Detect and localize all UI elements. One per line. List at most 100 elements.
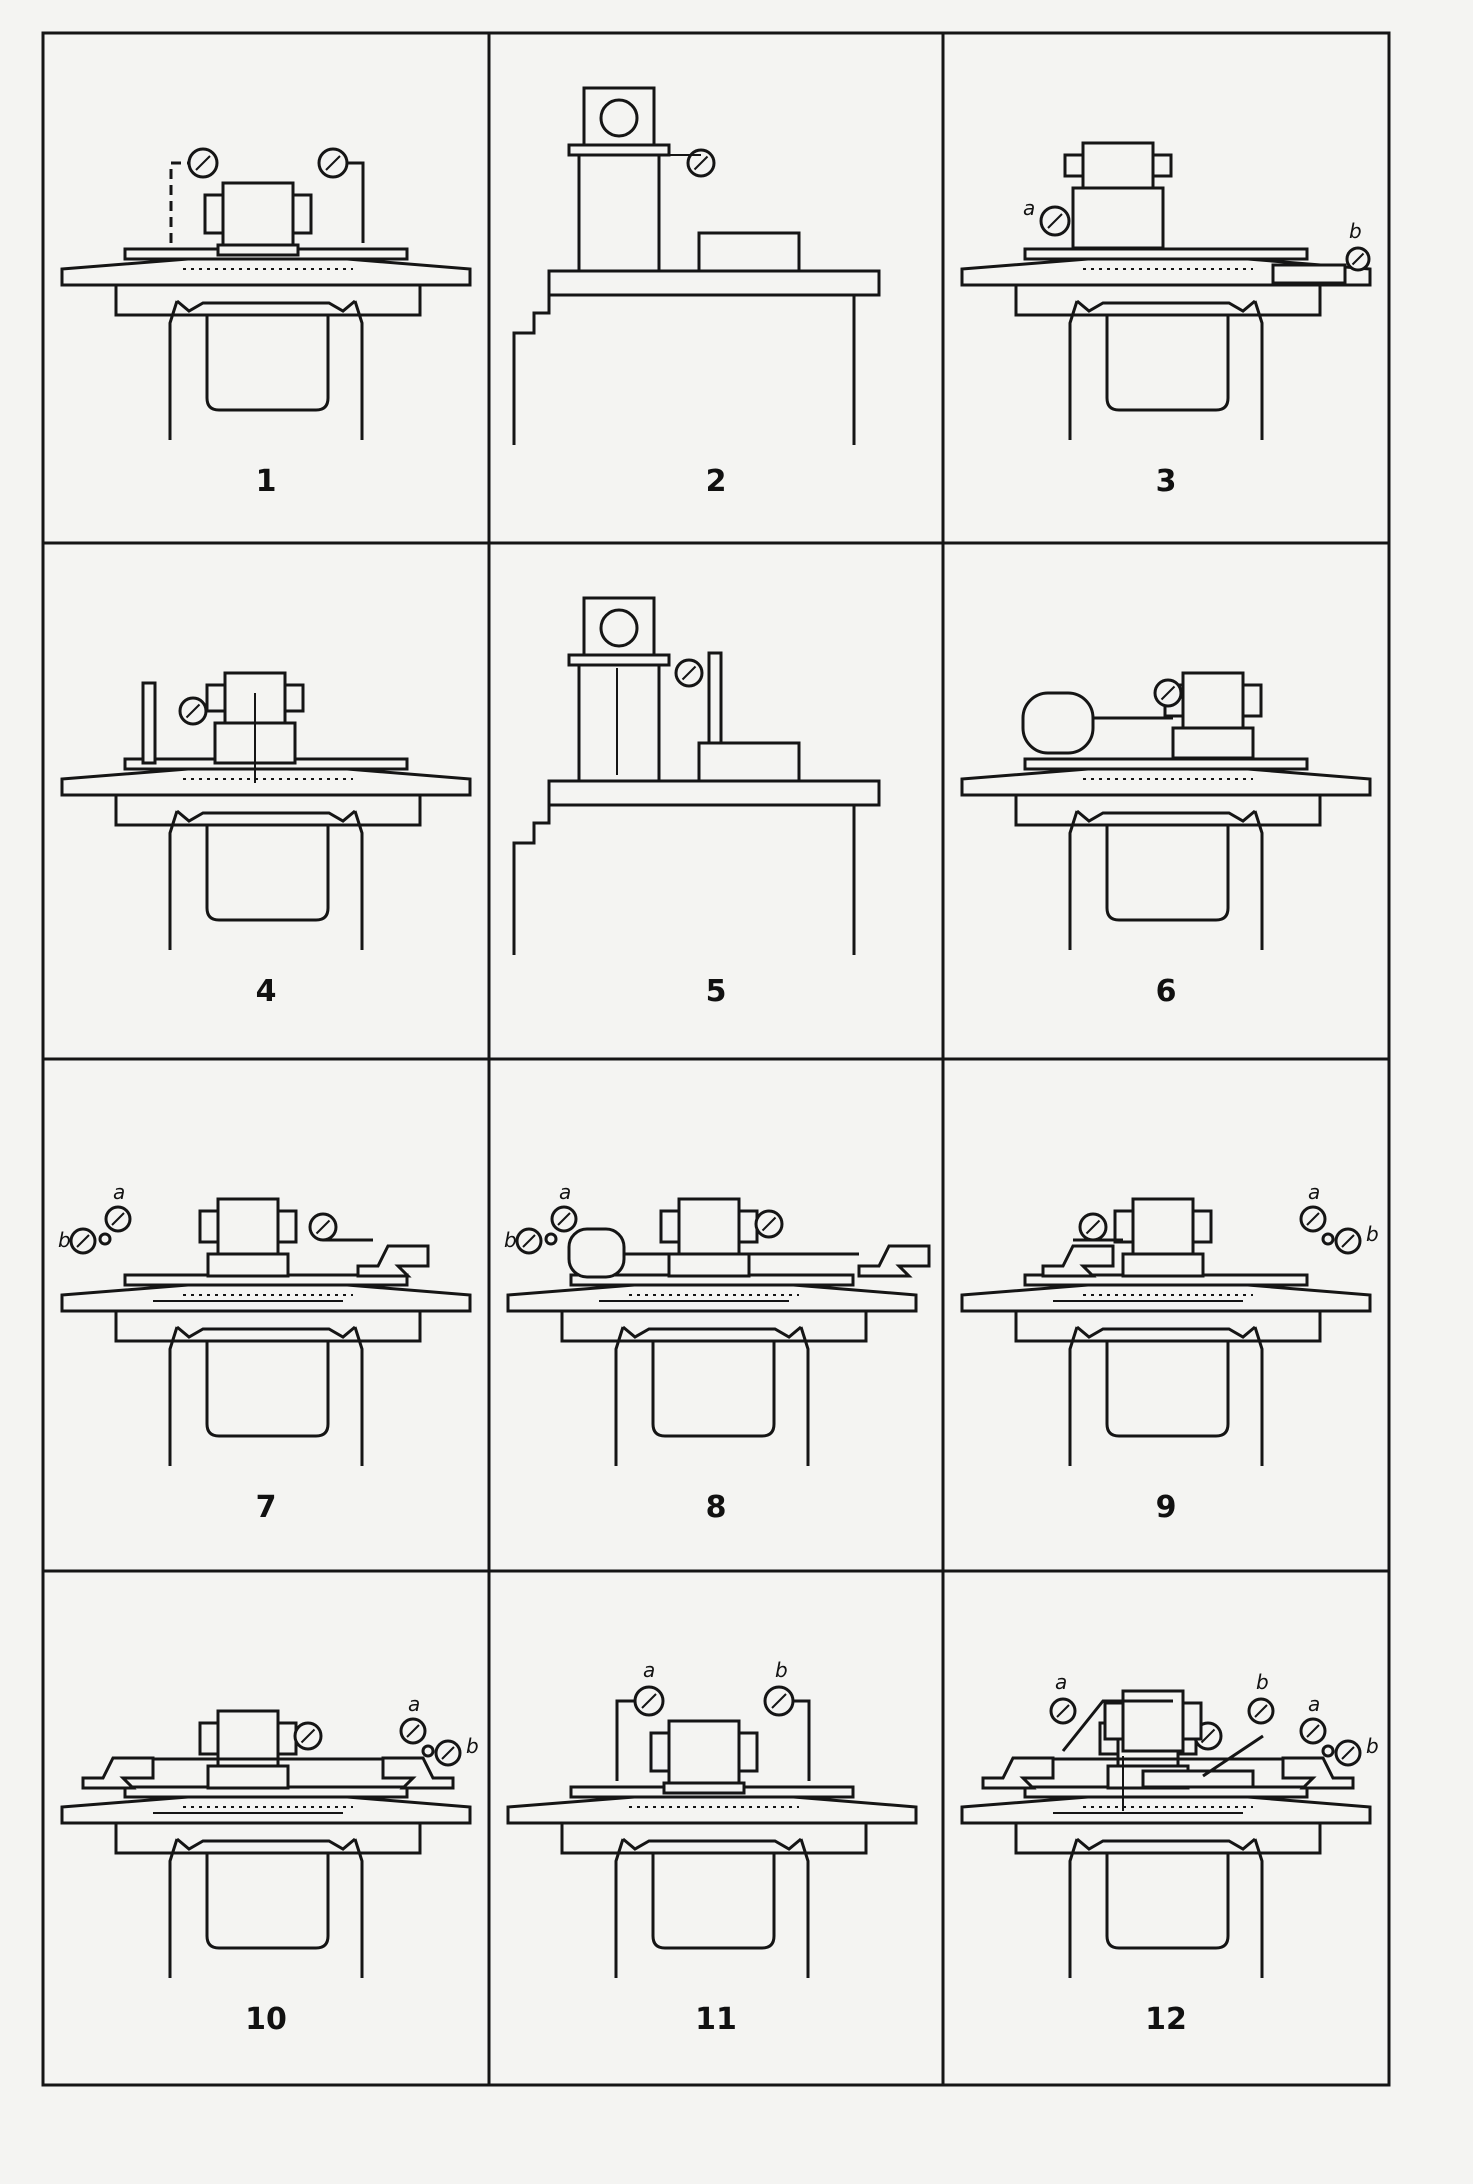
dial-gauge-icon: b xyxy=(504,1227,543,1255)
panel-number-label: 3 xyxy=(1156,464,1177,499)
detail-block xyxy=(1271,263,1347,285)
saddle xyxy=(560,1309,868,1343)
spindle-head xyxy=(198,1197,298,1256)
gauge-needle xyxy=(111,1212,125,1226)
panel-9: ab9 xyxy=(960,1180,1379,1525)
gauge-pivot xyxy=(1321,1744,1335,1758)
saddle xyxy=(114,1821,422,1855)
head-body xyxy=(1131,1197,1195,1256)
stepped-base xyxy=(512,295,551,445)
column-window xyxy=(651,1853,776,1950)
panel-number-label: 5 xyxy=(706,974,727,1009)
saddle-guide xyxy=(1076,1837,1256,1851)
column-window xyxy=(1105,1853,1230,1950)
motor-left xyxy=(1103,1701,1125,1741)
gauge-pivot xyxy=(544,1232,558,1246)
column-right xyxy=(799,1838,810,1978)
dial-gauge-icon: a xyxy=(399,1692,427,1745)
gauge-stand-left xyxy=(615,1699,634,1781)
column-right xyxy=(353,810,364,950)
column-window xyxy=(651,1341,776,1438)
base-plate xyxy=(547,269,881,297)
motor-left xyxy=(1063,153,1085,178)
machine-base xyxy=(960,255,1372,440)
gauge-needle xyxy=(76,1234,90,1248)
head-body xyxy=(216,1709,280,1768)
panel-4: 4 xyxy=(60,671,472,1009)
tailstock-body xyxy=(356,1244,430,1278)
dial-gauge-icon: b xyxy=(1345,219,1371,272)
motor-left xyxy=(198,1721,220,1756)
column-window xyxy=(205,1853,330,1950)
gauge-needle xyxy=(195,155,211,171)
motor-left xyxy=(659,1209,681,1244)
head-body xyxy=(1081,141,1155,190)
machine-base xyxy=(506,1281,918,1466)
machine-base xyxy=(960,1793,1372,1978)
worktable xyxy=(960,1281,1372,1313)
column-left xyxy=(614,1838,625,1978)
machine-base xyxy=(512,779,881,955)
saddle-guide xyxy=(176,299,356,313)
panel-3: a b 3 xyxy=(960,141,1372,499)
gauge-needle xyxy=(1306,1212,1320,1226)
panel-number-label: 2 xyxy=(706,464,727,499)
dial-gauge-icon xyxy=(674,658,704,688)
fixture-block xyxy=(697,741,801,783)
base-plate xyxy=(547,779,881,807)
gauge-label: a xyxy=(1055,1670,1067,1694)
angled-arm xyxy=(1202,1734,1264,1778)
column-right xyxy=(353,300,364,440)
gauge-label: b xyxy=(504,1228,517,1252)
column-right xyxy=(1253,810,1264,950)
gauge-needle xyxy=(406,1724,420,1738)
motor-right xyxy=(737,1731,759,1773)
machine-base xyxy=(60,1793,472,1978)
worktable xyxy=(60,765,472,797)
bracket xyxy=(1061,1699,1173,1752)
panel-7: ab7 xyxy=(58,1180,472,1525)
column-block xyxy=(206,1252,290,1278)
tailstock-body xyxy=(981,1756,1055,1790)
panel-number-label: 7 xyxy=(256,1490,277,1525)
saddle-guide xyxy=(176,1325,356,1339)
gauge-label: a xyxy=(1308,1180,1320,1204)
gauge-needle xyxy=(1306,1724,1320,1738)
spindle-bore xyxy=(599,608,639,648)
column-left xyxy=(1068,1838,1079,1978)
square xyxy=(141,681,157,765)
riser-plate xyxy=(1023,757,1309,771)
motor-right xyxy=(1181,1701,1203,1741)
column-left xyxy=(1068,810,1079,950)
panel-number-label: 12 xyxy=(1145,2002,1187,2037)
spindle-bore xyxy=(599,98,639,138)
dial-gauge-icon: a xyxy=(1299,1692,1327,1745)
motor-left xyxy=(198,1209,220,1244)
gauge-label: a xyxy=(113,1180,125,1204)
gauge-needle xyxy=(1351,252,1365,266)
head-body xyxy=(216,1197,280,1256)
fixture xyxy=(1141,1769,1255,1789)
gauge-pivot xyxy=(98,1232,112,1246)
machine-base xyxy=(60,765,472,950)
riser-plate xyxy=(1023,247,1309,261)
gauge-needle xyxy=(1047,213,1063,229)
worktable xyxy=(960,1793,1372,1825)
tailstock xyxy=(356,1244,430,1278)
column-block xyxy=(1121,1252,1205,1278)
column-left xyxy=(1068,1326,1079,1466)
column-window xyxy=(1105,315,1230,412)
head-body xyxy=(677,1197,741,1256)
gauge-stand-right xyxy=(343,161,365,243)
gauge-label: b xyxy=(1366,1222,1379,1246)
panel-6: 6 xyxy=(960,671,1372,1009)
dial-gauge-icon: a xyxy=(633,1658,665,1717)
saddle-guide xyxy=(176,1837,356,1851)
dial-gauge-icon: a xyxy=(1023,196,1071,237)
head-base xyxy=(662,1781,746,1795)
